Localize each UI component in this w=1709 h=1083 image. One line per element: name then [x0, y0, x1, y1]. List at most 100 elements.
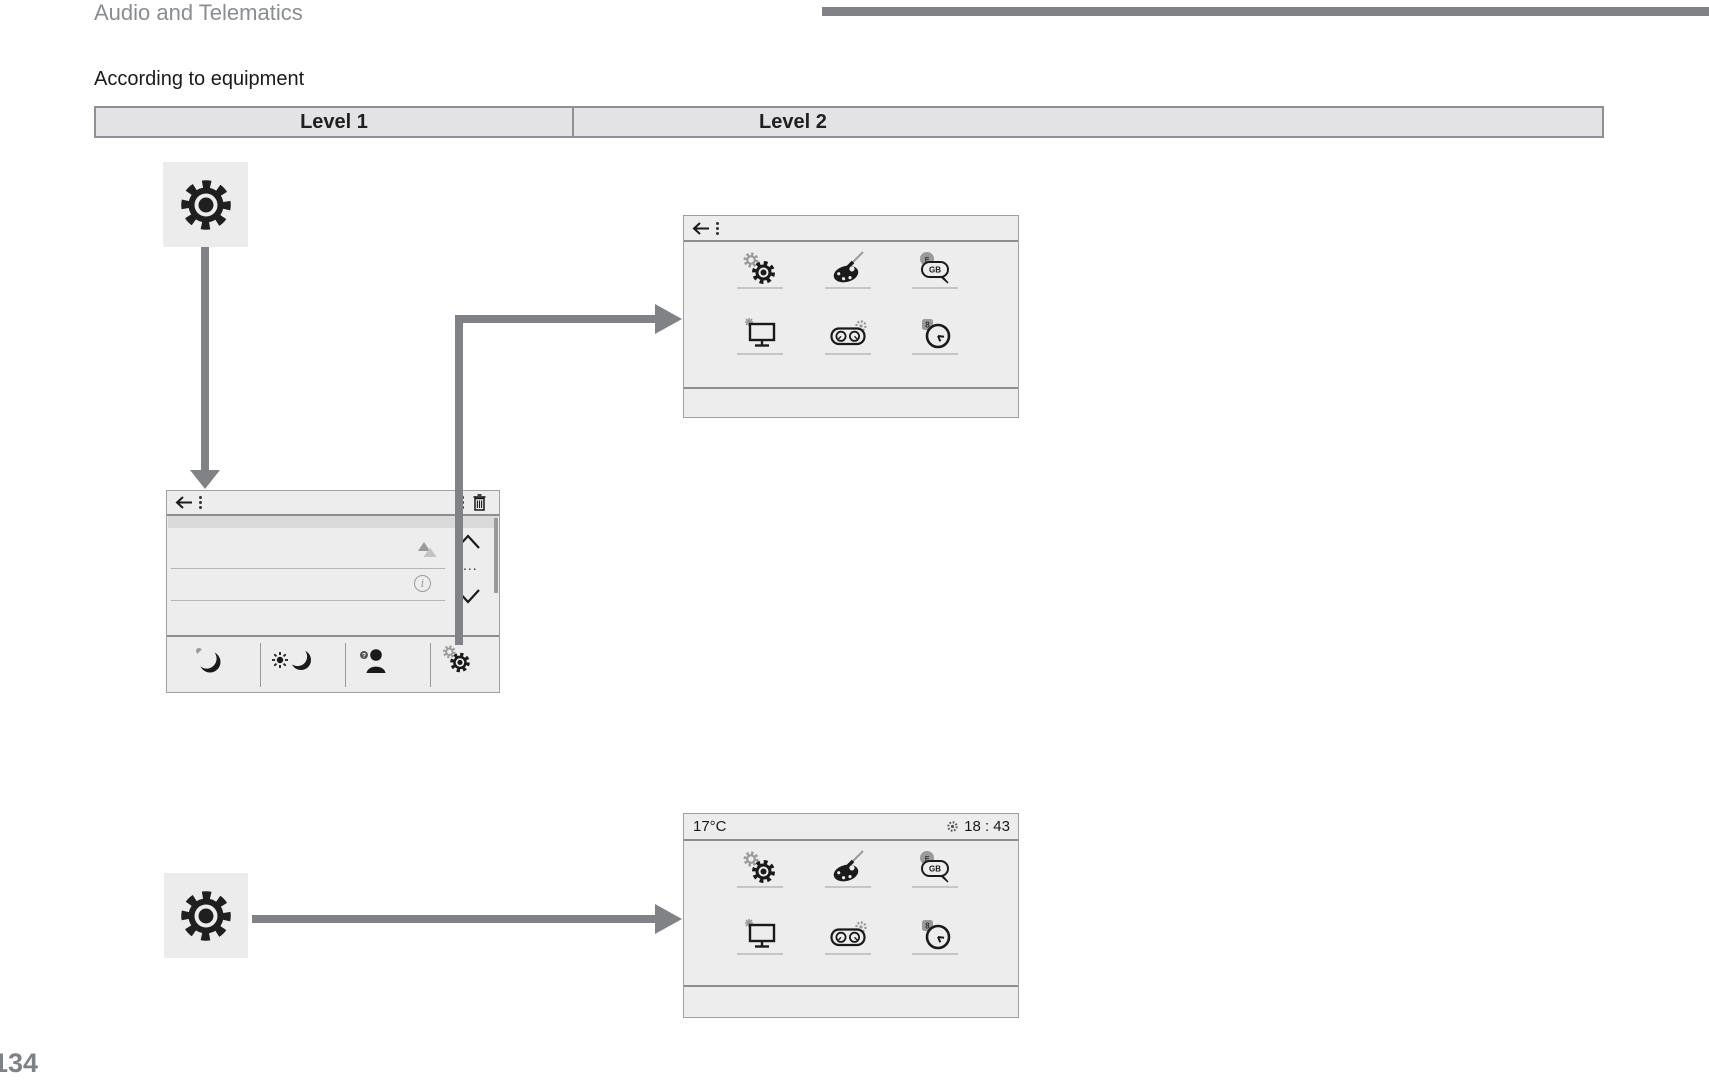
night-mode-button[interactable]	[191, 644, 225, 676]
instrument-cluster-button[interactable]	[818, 313, 878, 355]
info-icon[interactable]: i	[414, 575, 431, 592]
clock-readout: 18 : 43	[946, 818, 1010, 835]
info-glyph: i	[420, 577, 425, 590]
home-settings-screen: 17°C 18 : 43	[683, 813, 1019, 1018]
icon-underline	[912, 953, 958, 955]
clock-icon: 8	[922, 920, 951, 950]
profile-icon: ?	[360, 649, 386, 673]
palette-icon	[833, 251, 864, 283]
small-gear-icon	[947, 821, 958, 832]
bottom-strip-divider	[684, 985, 1018, 987]
icon-underline	[737, 353, 783, 355]
level2-header: Level 2	[574, 108, 1602, 136]
icon-underline	[912, 353, 958, 355]
display-button[interactable]	[730, 313, 790, 355]
flow-arrow-up-shaft	[455, 319, 463, 645]
triangles-icon	[418, 542, 437, 557]
row-divider	[171, 568, 445, 569]
instrument-cluster-icon	[830, 921, 867, 947]
profile-button[interactable]: ?	[355, 644, 389, 676]
icon-underline	[825, 353, 871, 355]
language-button[interactable]: F GB	[905, 248, 965, 290]
system-settings-button[interactable]	[730, 248, 790, 290]
settings-menu-button[interactable]	[163, 162, 248, 247]
more-options-icon[interactable]	[199, 496, 202, 509]
flow-arrow-down-shaft	[201, 247, 209, 471]
clock-icon: 8	[922, 319, 951, 349]
level-table-header: Level 1 Level 2	[94, 106, 1604, 138]
icon-divider	[260, 643, 261, 687]
icon-underline	[825, 886, 871, 888]
back-button[interactable]	[692, 222, 711, 235]
instrument-cluster-button[interactable]	[818, 914, 878, 956]
level2-label: Level 2	[759, 110, 827, 133]
svg-text:?: ?	[362, 653, 366, 660]
icon-underline	[737, 287, 783, 289]
time-settings-button[interactable]: 8	[905, 313, 965, 355]
more-options-icon[interactable]	[716, 222, 719, 235]
scroll-ellipsis: ...	[463, 557, 478, 573]
back-arrow-icon	[692, 222, 709, 235]
palette-icon	[833, 850, 864, 882]
display-button[interactable]	[730, 914, 790, 956]
bottom-strip-divider	[684, 387, 1018, 389]
gear-icon	[181, 890, 231, 941]
settings-button[interactable]	[440, 644, 474, 675]
theme-button[interactable]	[818, 847, 878, 889]
theme-button[interactable]	[818, 248, 878, 290]
svg-text:GB: GB	[929, 865, 941, 874]
auto-day-night-button[interactable]	[269, 644, 313, 676]
language-bubble-icon: F GB	[920, 851, 949, 883]
svg-text:8: 8	[925, 922, 930, 931]
flow-arrow-right-head	[655, 304, 682, 334]
svg-text:F: F	[925, 854, 930, 863]
language-bubble-icon: F GB	[920, 252, 949, 284]
page-number: 134	[0, 1048, 39, 1078]
language-button[interactable]: F GB	[905, 847, 965, 889]
settings-menu-button[interactable]	[164, 873, 248, 958]
flow-arrow-right-shaft	[455, 315, 656, 323]
level1-header: Level 1	[96, 108, 574, 136]
settings-gears-icon	[743, 851, 775, 883]
scrollbar-thumb[interactable]	[494, 518, 498, 593]
row-divider	[171, 600, 445, 601]
flow-arrow-down-head	[190, 470, 220, 489]
icon-underline	[825, 287, 871, 289]
flow-arrow-right2-head	[655, 904, 682, 934]
settings-list-screen: i ...	[166, 490, 500, 693]
system-settings-button[interactable]	[730, 847, 790, 889]
temperature-readout: 17°C	[693, 818, 727, 835]
icon-underline	[737, 886, 783, 888]
list-item-alert-icon[interactable]	[416, 541, 438, 558]
flow-arrow-right2-shaft	[252, 915, 655, 923]
sun-moon-icon	[272, 647, 311, 670]
screen3-statusbar: 17°C 18 : 43	[684, 814, 1018, 841]
time-settings-button[interactable]: 8	[905, 914, 965, 956]
trash-icon	[473, 494, 486, 511]
page-title: Audio and Telematics	[94, 0, 303, 25]
moon-icon	[196, 648, 221, 673]
instrument-cluster-icon	[830, 320, 867, 346]
settings-gears-icon	[743, 252, 775, 284]
settings-gears-icon	[442, 645, 470, 673]
icon-divider	[345, 643, 346, 687]
level1-label: Level 1	[300, 110, 368, 133]
bottombar-divider	[167, 635, 499, 637]
svg-text:8: 8	[925, 321, 930, 330]
selected-row-highlight	[168, 516, 498, 528]
back-arrow-icon	[175, 496, 192, 509]
settings-grid-screen: F GB 8	[683, 215, 1019, 418]
delete-button[interactable]	[472, 494, 487, 511]
icon-underline	[737, 953, 783, 955]
header-rule	[822, 7, 1709, 16]
monitor-brightness-icon	[745, 318, 776, 347]
time-text: 18 : 43	[964, 818, 1010, 835]
equipment-note: According to equipment	[94, 68, 305, 90]
icon-underline	[912, 886, 958, 888]
icon-underline	[825, 953, 871, 955]
back-button[interactable]	[175, 496, 194, 509]
monitor-brightness-icon	[745, 919, 776, 948]
screen1-topbar	[167, 491, 499, 516]
icon-divider	[430, 643, 431, 687]
svg-text:F: F	[925, 255, 930, 264]
